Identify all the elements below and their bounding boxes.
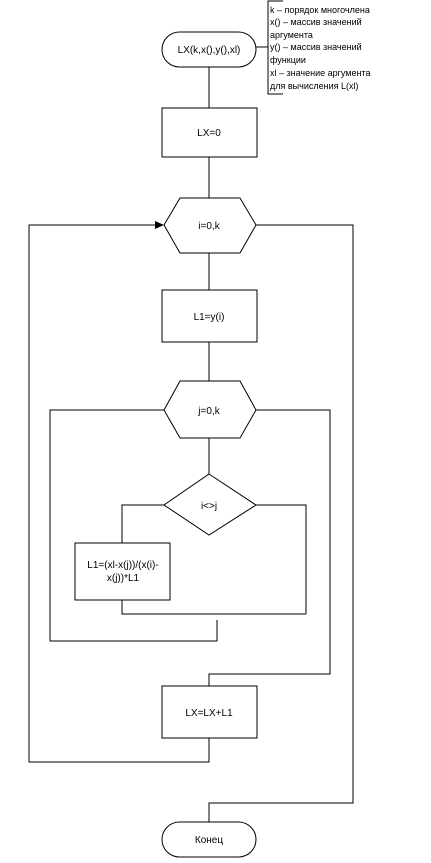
annotation-line: аргумента [270,30,313,40]
annotation-line: для вычисления L(xl) [270,81,358,91]
outer-loop-hexagon [163,197,257,254]
assign-l1-label: L1=y(i) [194,312,225,323]
annotation-bracket [267,0,283,95]
inner-loop-hexagon [163,380,257,439]
sum-process [161,685,258,739]
sum-label: LX=LX+L1 [185,708,233,719]
annotation-line: xl – значение аргумента [270,68,371,78]
outer-loop-label: i=0,k [198,221,220,232]
arrow-head [155,221,164,229]
annotation-line: функции [270,55,306,65]
outer-loop-return [28,224,210,763]
end-terminator [161,821,257,858]
init-label: LX=0 [197,128,221,139]
annotation-line: x() – массив значений [270,17,362,27]
inner-loop-exit [208,409,331,686]
decision-diamond [163,473,257,536]
annotation-line: k – порядок многочлена [270,5,370,15]
init-process [161,107,258,158]
connectors [28,46,354,822]
decision-label: i<>j [201,501,217,512]
annotation-text: k – порядок многочлена x() – массив знач… [270,5,371,91]
annotation-line: y() – массив значений [270,42,362,52]
assign-l1-process [161,289,258,343]
start-label: LX(k,x(),y(),xl) [178,45,241,56]
start-terminator [161,31,257,68]
decision-no-branch [256,504,307,614]
product-label-line1: L1=(xl-x(j))/(x(i)- [87,560,158,571]
product-label-line2: x(j))*L1 [107,573,140,584]
product-process [74,542,171,601]
decision-yes-branch [121,504,164,543]
outer-loop-exit [208,224,354,822]
end-label: Конец [195,835,223,846]
inner-loop-label: j=0,k [197,406,220,417]
inner-loop-return [49,409,218,642]
merge-line [121,600,306,615]
